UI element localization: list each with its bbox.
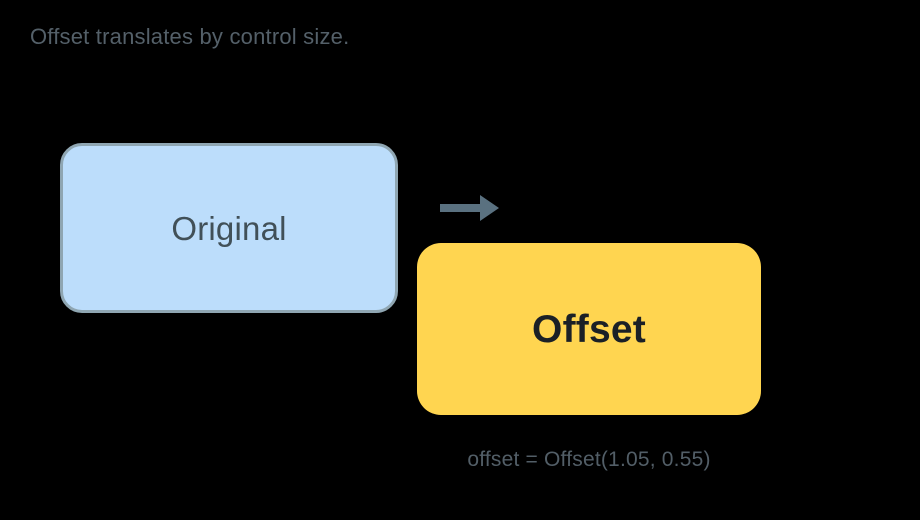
page-title: Offset translates by control size.	[30, 24, 350, 49]
original-control-box: Original	[60, 143, 398, 313]
offset-caption: offset = Offset(1.05, 0.55)	[467, 448, 711, 471]
offset-control-box: Offset	[417, 243, 761, 415]
original-box-label: Original	[171, 209, 287, 247]
offset-box-label: Offset	[532, 307, 646, 351]
arrow-right-icon	[438, 193, 502, 223]
